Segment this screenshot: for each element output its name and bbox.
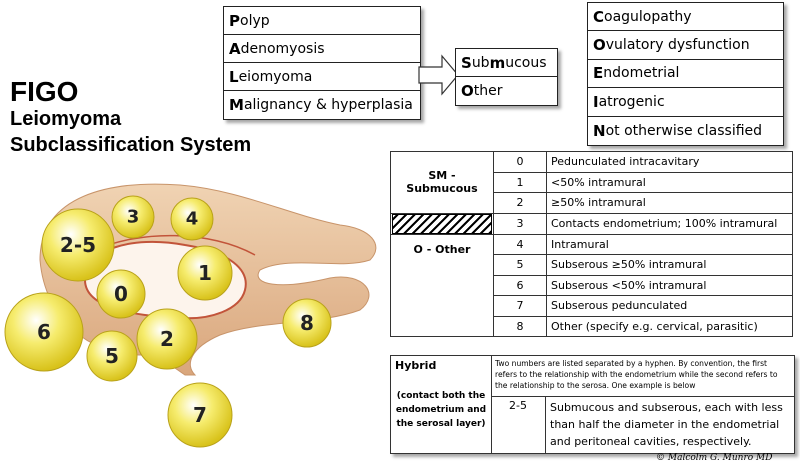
- o-other-label: O - Other: [390, 233, 494, 337]
- fibroid-6: 6: [4, 292, 84, 372]
- svg-text:3: 3: [127, 207, 140, 228]
- arrow-icon: [418, 54, 459, 96]
- svg-text:0: 0: [114, 282, 128, 306]
- hybrid-box: Hybrid (contact both the endometrium and…: [390, 355, 795, 454]
- table-row: 2 ≥50% intramural: [391, 192, 793, 214]
- table-row: 8 Other (specify e.g. cervical, parasiti…: [391, 315, 793, 337]
- uterus-illustration: 2-5 3 4 0 1 6 2 5 8 7: [4, 183, 377, 448]
- hybrid-note: Two numbers are listed separated by a hy…: [495, 359, 778, 390]
- table-row: 3 Contacts endometrium; 100% intramural: [390, 212, 793, 235]
- fibroid-2: 2: [136, 308, 198, 370]
- fibroid-8: 8: [282, 298, 332, 348]
- svg-text:7: 7: [193, 403, 207, 427]
- hybrid-example-desc: Submucous and subserous, each with less …: [550, 401, 783, 448]
- table-row: O - Other 4 Intramural: [390, 233, 793, 337]
- fibroid-7: 7: [167, 382, 233, 448]
- table-row: SM - Submucous 0 Pedunculated intracavit…: [390, 151, 793, 214]
- hybrid-label: Hybrid: [395, 359, 437, 372]
- svg-text:2-5: 2-5: [60, 233, 96, 257]
- svg-text:4: 4: [186, 209, 199, 230]
- table-row: 6 Subserous <50% intramural: [391, 274, 793, 296]
- title-subclassification: Subclassification System: [10, 134, 252, 156]
- fibroid-4: 4: [170, 197, 214, 241]
- sm-submucous-label: SM - Submucous: [390, 151, 494, 214]
- hatch-cell: [390, 212, 494, 235]
- svg-text:2: 2: [160, 327, 174, 351]
- fibroid-1: 1: [177, 245, 233, 301]
- hybrid-example-row: 2-5 Submucous and subserous, each with l…: [492, 396, 794, 454]
- svg-text:1: 1: [198, 261, 212, 285]
- copyright: © Malcolm G. Munro MD: [656, 453, 773, 463]
- title-figo: FIGO: [10, 76, 79, 107]
- title-leiomyoma: Leiomyoma: [10, 108, 122, 130]
- fibroid-3: 3: [111, 195, 155, 239]
- svg-text:5: 5: [105, 344, 119, 368]
- fibroid-0: 0: [96, 269, 146, 319]
- table-row: 5 Subserous ≥50% intramural: [391, 254, 793, 276]
- hybrid-sublabel: (contact both the endometrium and the se…: [395, 391, 487, 429]
- fibroid-2-5: 2-5: [41, 208, 115, 282]
- svg-text:8: 8: [300, 311, 314, 335]
- svg-text:6: 6: [37, 320, 51, 344]
- fibroid-5: 5: [86, 330, 138, 382]
- hybrid-example-num: 2-5: [509, 399, 527, 412]
- hybrid-label-cell: Hybrid (contact both the endometrium and…: [391, 356, 492, 453]
- classification-table: SM - Submucous 0 Pedunculated intracavit…: [390, 151, 793, 337]
